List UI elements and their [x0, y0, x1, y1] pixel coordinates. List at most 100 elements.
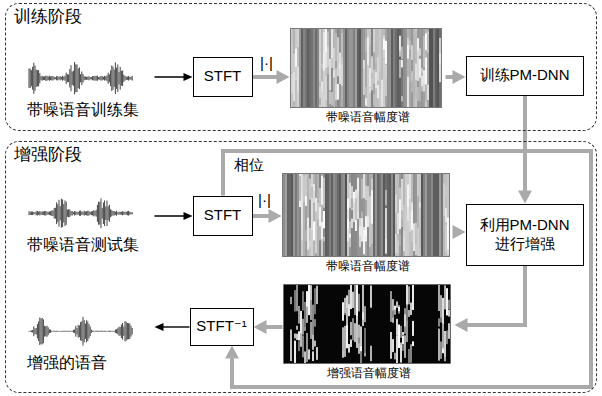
spectrogram-band — [325, 174, 327, 256]
spectrogram-band — [403, 29, 405, 107]
arrow-head — [277, 70, 290, 84]
spectrogram-band — [329, 58, 331, 89]
spectrogram-band — [364, 306, 366, 322]
spectrogram-band — [321, 175, 323, 204]
spectrogram-band — [409, 73, 411, 82]
spectrogram-band — [435, 29, 437, 107]
spectrogram-band — [307, 225, 309, 249]
spectrogram-band — [296, 333, 298, 339]
spectrogram-band — [403, 174, 405, 256]
spectrogram-band — [311, 186, 313, 198]
spectrogram-band — [399, 35, 401, 56]
spectrogram-band — [365, 185, 367, 199]
spectrogram-band — [408, 309, 410, 316]
spectrogram-band — [381, 29, 383, 107]
spectrogram-band — [401, 46, 403, 59]
spectrogram-band — [353, 198, 355, 222]
spectrogram-band — [352, 291, 354, 307]
spectrogram-band — [304, 301, 306, 326]
spectrogram-band — [387, 29, 389, 107]
spectrogram-band — [417, 29, 419, 107]
spectrogram-band — [348, 304, 350, 316]
spectrogram-band — [396, 301, 398, 307]
spectrogram-band — [433, 29, 435, 107]
spectrogram-band — [377, 174, 379, 256]
spectrogram-band — [375, 72, 377, 88]
spectrogram-band — [365, 86, 367, 98]
spectrogram-band — [397, 197, 399, 207]
spectrogram-band — [402, 336, 404, 344]
spectrogram-band — [353, 174, 355, 256]
spectrogram-band — [438, 328, 440, 360]
spectrogram-band — [349, 29, 351, 107]
spectrogram-band — [348, 344, 350, 353]
waveform-caption: 带噪语音训练集 — [27, 100, 139, 119]
spectrogram-band — [363, 68, 365, 94]
spectrogram-band — [360, 351, 362, 363]
spectrogram-band — [423, 83, 425, 91]
spectrogram-band — [357, 193, 359, 210]
spectrogram-band — [438, 285, 440, 311]
spectrogram-band — [423, 174, 425, 256]
spectrogram-band — [299, 174, 301, 256]
waveform-node: 带噪语音训练集 — [25, 60, 155, 128]
spectrogram-ground — [290, 28, 442, 108]
spectrogram-band — [371, 56, 373, 77]
connector-line — [161, 326, 190, 327]
spectrogram-band — [377, 29, 379, 107]
spectrogram-band — [365, 174, 367, 256]
spectrogram-band — [394, 352, 396, 359]
spectrogram-band — [387, 174, 389, 256]
arrow-head — [184, 73, 193, 81]
spectrogram-band — [327, 67, 329, 74]
spectrogram-band — [404, 314, 406, 326]
spectrogram-band — [319, 29, 321, 107]
spectrogram-band — [341, 32, 343, 57]
spectrogram-band — [419, 48, 421, 55]
spectrogram-band — [298, 341, 300, 351]
spectrogram-band — [445, 174, 447, 256]
spectrogram-band — [312, 304, 314, 334]
spectrogram-band — [289, 174, 291, 256]
spectrogram-band — [351, 218, 353, 227]
spectrogram-band — [370, 346, 372, 361]
spectrogram-band — [410, 302, 412, 314]
spectrogram-band — [379, 62, 381, 89]
connector-line — [523, 96, 527, 195]
spectrogram-band — [371, 174, 373, 256]
spectrogram-band — [367, 192, 369, 215]
spectrogram-band — [411, 29, 413, 107]
spectrogram-band — [306, 291, 308, 323]
spectrogram-band — [413, 34, 415, 62]
spectrogram-band — [423, 35, 425, 66]
spectrogram-band — [439, 174, 441, 256]
box-label: STFT — [204, 206, 242, 225]
spectrogram-band — [398, 305, 400, 313]
waveform-trace — [29, 198, 132, 228]
spectrogram-band — [427, 174, 429, 256]
spectrogram-band — [347, 29, 349, 107]
spectrogram-band — [415, 222, 417, 237]
spectrogram-band — [369, 174, 371, 256]
spectrogram-band — [413, 29, 415, 107]
spectrogram-band — [295, 48, 297, 79]
spectrogram-band — [294, 333, 296, 338]
spectrogram-band — [395, 194, 397, 212]
connector-line — [155, 215, 187, 216]
spectrogram-band — [331, 29, 333, 58]
spectrogram-band — [369, 87, 371, 92]
spectrogram-band — [296, 325, 298, 329]
spectrogram-band — [393, 29, 395, 107]
spectrogram-band — [359, 29, 361, 107]
spectrogram-band — [397, 239, 399, 253]
spectrogram-band — [433, 174, 435, 256]
spectrogram-band — [400, 325, 402, 337]
spectrogram-band — [306, 291, 308, 306]
spectrogram-band — [350, 285, 352, 309]
spectrogram-band — [349, 233, 351, 237]
spectrogram-band — [357, 174, 359, 256]
spectrogram-band — [314, 288, 316, 314]
spectrogram-band — [373, 29, 375, 52]
spectrogram-band — [362, 285, 364, 312]
spectrogram-band — [383, 35, 385, 58]
